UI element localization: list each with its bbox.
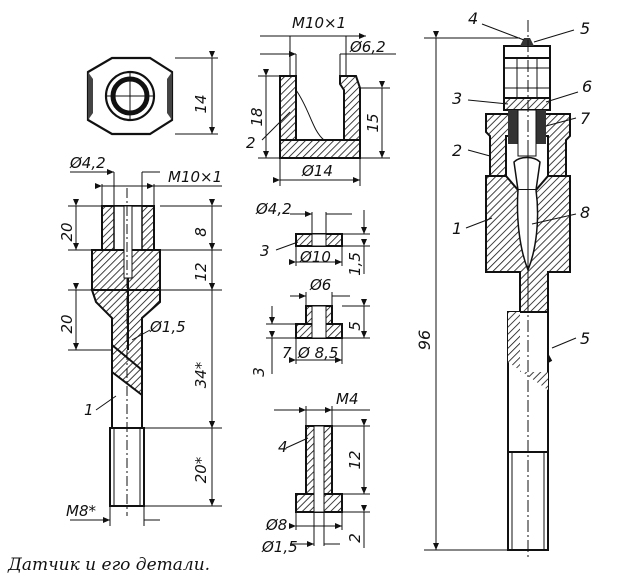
part3-leader: 3 [260,242,270,260]
figure-caption: Датчик и его детали. [7,555,210,575]
part2-height-18: 18 [248,107,266,126]
part2-diam-inner: Ø6,2 [349,38,386,56]
part7-height-5: 5 [346,321,364,331]
part2-height-15: 15 [364,113,382,132]
assembly-leader-1: 1 [452,219,462,238]
assembly-leader-6: 6 [582,77,592,96]
part4-diam-15: Ø1,5 [261,538,298,556]
assembly-leader-7: 7 [580,109,591,128]
part4-diam-8: Ø8 [265,516,287,534]
part1-body [68,169,222,526]
part2-leader: 2 [246,134,256,152]
part3-diam-inner: Ø4,2 [255,200,292,218]
assembly-view [424,20,579,560]
part7-bushing [266,292,370,374]
assembly-leader-5-bottom: 5 [580,329,590,348]
part3-height: 1,5 [346,252,364,276]
part1-leader: 1 [84,401,94,419]
assembly-leader-4: 4 [468,9,478,28]
assembly-leader-3: 3 [452,89,462,108]
assembly-leader-5-top: 5 [580,19,590,38]
part4-height-2: 2 [346,533,364,543]
part1-diam-top: Ø4,2 [69,154,106,172]
part7-diam-top: Ø6 [309,276,331,294]
part1-seg-12: 12 [192,262,210,281]
part1-diam-hole: Ø1,5 [149,318,186,336]
part4-thread: M4 [336,390,359,408]
part2-diam-outer: Ø14 [301,162,333,180]
part2-cap [258,33,396,186]
assembly-leader-8: 8 [580,203,590,222]
part1-seg-8: 8 [192,227,210,237]
part1-mid-len: 20 [58,314,76,333]
part1-top-len: 20 [58,222,76,241]
part7-leader: 7 [282,344,292,362]
part4-nipple [274,406,370,548]
part1-len-34: 34* [192,361,210,388]
part7-diam-outer: Ø 8,5 [297,344,338,362]
assembly-leader-2: 2 [452,141,462,160]
part3-diam-outer: Ø10 [299,248,331,266]
part2-thread: M10×1 [292,14,346,32]
assembly-total-length: 96 [415,330,434,350]
part7-height-3: 3 [250,367,268,377]
part1-len-20: 20* [192,456,210,483]
part3-washer [275,210,370,274]
part1-thread-bottom: M8* [66,502,96,520]
hex-height-label: 14 [192,94,210,113]
part4-leader: 4 [278,438,288,456]
part1-thread-top: M10×1 [168,168,222,186]
hex-nut-view [86,51,218,136]
part4-height-12: 12 [346,450,364,469]
